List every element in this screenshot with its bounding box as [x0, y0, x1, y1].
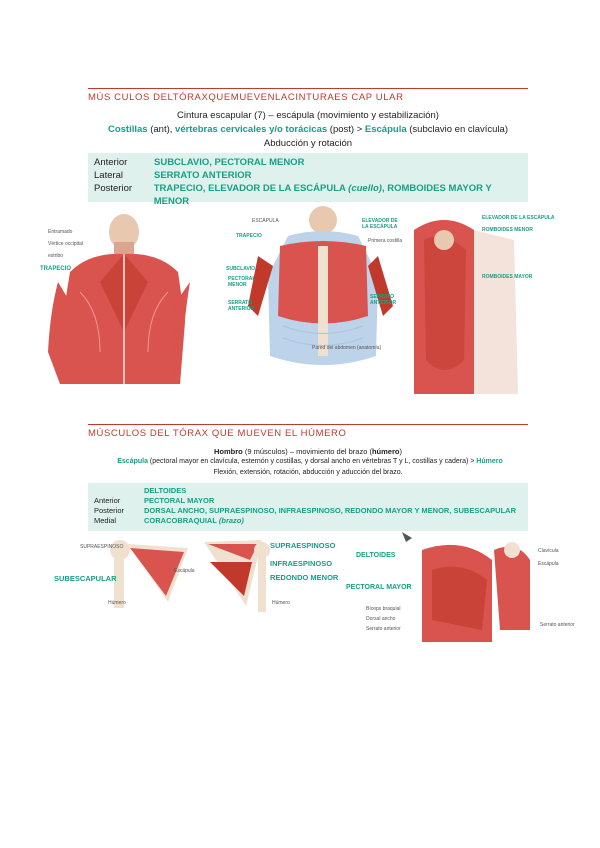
- row-value-note: (cuello): [348, 183, 382, 194]
- row-value: TRAPECIO, ELEVADOR DE LA ESCÁPULA: [154, 183, 348, 194]
- row-value: DELTOIDES: [144, 486, 186, 496]
- fig5-redondo-menor-label: REDONDO MENOR: [270, 573, 338, 582]
- fig2-subclavio-label: SUBCLAVIO: [226, 266, 255, 272]
- row-label: [88, 486, 144, 496]
- fig2-small-costilla: Primera costilla: [368, 238, 402, 244]
- s2-humero-target: Húmero: [476, 458, 502, 465]
- row-label: Medial: [88, 516, 144, 526]
- fig6-small-biceps: Bíceps braquial: [366, 606, 400, 612]
- fig2-trapecio-label: TRAPECIO: [236, 233, 262, 239]
- fig6-small-clavicula: Clavícula: [538, 548, 559, 554]
- s2-escapula: Escápula: [117, 458, 148, 465]
- fig6-small-escapula: Escápula: [538, 561, 559, 567]
- s1-escapula: Escápula: [365, 124, 407, 135]
- fig6-small-serrato-right: Serrato anterior: [540, 622, 575, 628]
- s1-line3: Abducción y rotación: [88, 138, 528, 149]
- s1-line2: Costillas (ant), vértebras cervicales y/…: [88, 124, 528, 135]
- fig1-trapecio-label: TRAPECIO: [40, 266, 71, 272]
- fig3-romboides-menor-label: ROMBOIDES MENOR: [482, 227, 533, 233]
- s1-post: (post) >: [327, 124, 365, 135]
- fig6-pectoral-mayor-label: PECTORAL MAYOR: [346, 584, 412, 591]
- scapula-posterior-illustration: [414, 210, 530, 394]
- back-muscles-illustration: [40, 212, 190, 384]
- row-label: Posterior: [88, 182, 154, 208]
- rotator-cuff-posterior-illustration: [200, 536, 270, 614]
- row-value: SERRATO ANTERIOR: [154, 169, 251, 182]
- s2-line3: Flexión, extensión, rotación, abducción …: [88, 469, 528, 476]
- fig2-serrato-right-label: SERRATO ANTERIOR: [370, 294, 400, 306]
- s1-ant: (ant),: [148, 124, 175, 135]
- row-value: CORACOBRAQUIAL: [144, 516, 219, 525]
- row-label: Anterior: [88, 156, 154, 169]
- fig4-small-supraespinoso: SUPRAESPINOSO: [80, 544, 123, 550]
- s1-costillas: Costillas: [108, 124, 148, 135]
- row-label: Posterior: [88, 506, 144, 516]
- fig5-supraespinoso-label: SUPRAESPINOSO: [270, 541, 335, 550]
- fig4-subescapular-label: SUBESCAPULAR: [54, 574, 117, 583]
- row-value-note: (brazo): [219, 516, 244, 525]
- s2-row-deltoides: DELTOIDES: [88, 486, 528, 496]
- fig6-deltoides-label: DELTOIDES: [356, 552, 395, 559]
- s2-9-musculos: (9 músculos) – movimiento del brazo (: [243, 447, 372, 456]
- s2-line2: Escápula (pectoral mayor en clavícula, e…: [80, 458, 540, 465]
- fig3-romboides-mayor-label: ROMBOIDES MAYOR: [482, 274, 532, 280]
- fig6-small-serrato: Serrato anterior: [366, 626, 401, 632]
- row-label: Lateral: [88, 169, 154, 182]
- deltoid-pectoral-illustration: [392, 530, 534, 642]
- fig1-small-1: Vértice occipital: [48, 241, 83, 247]
- section1-title: MÚS CULOS DELTÓRAXQUEMUEVENLACINTURAES C…: [88, 88, 528, 103]
- fig2-small-escapula: ESCÁPULA: [252, 218, 279, 224]
- section2-title: MÚSCULOS DEL TÓRAX QUE MUEVEN EL HÚMERO: [88, 424, 528, 439]
- fig5-infraespinoso-label: INFRAESPINOSO: [270, 559, 332, 568]
- s2-origins: (pectoral mayor en clavícula, esternón y…: [148, 458, 476, 465]
- fig1-small-2: estribo: [48, 253, 63, 259]
- s2-humero: húmero: [372, 447, 400, 456]
- row-label: Anterior: [88, 496, 144, 506]
- fig4-small-humero: Húmero: [108, 600, 126, 606]
- fig2-elevador-label: ELEVADOR DE LA ESCÁPULA: [362, 218, 404, 230]
- s1-subclavio-note: (subclavio en clavícula): [407, 124, 508, 135]
- fig2-pectoral-menor-label: PECTORAL MENOR: [228, 276, 254, 288]
- s2-close-paren: ): [399, 447, 402, 456]
- s2-hombro: Hombro: [214, 447, 243, 456]
- fig2-serrato-label: SERRATO ANTERIOR: [228, 300, 258, 312]
- row-value: DORSAL ANCHO, SUPRAESPINOSO, INFRAESPINO…: [144, 506, 516, 516]
- fig6-small-dorsal: Dorsal ancho: [366, 616, 395, 622]
- fig1-small-0: Entramado: [48, 229, 72, 235]
- fig4-small-escapula: Escápula: [174, 568, 195, 574]
- row-value: PECTORAL MAYOR: [144, 496, 214, 506]
- s2-line1: Hombro (9 músculos) – movimiento del bra…: [88, 447, 528, 456]
- s1-vertebras: vértebras cervicales y/o torácicas: [175, 124, 327, 135]
- s1-line1: Cintura escapular (7) – escápula (movimi…: [88, 110, 528, 121]
- fig2-small-pared: Pared del abdomen (anatomía): [312, 345, 381, 351]
- fig5-small-humero: Húmero: [272, 600, 290, 606]
- fig3-elevador-label: ELEVADOR DE LA ESCÁPULA: [482, 215, 555, 221]
- row-value: SUBCLAVIO, PECTORAL MENOR: [154, 156, 304, 169]
